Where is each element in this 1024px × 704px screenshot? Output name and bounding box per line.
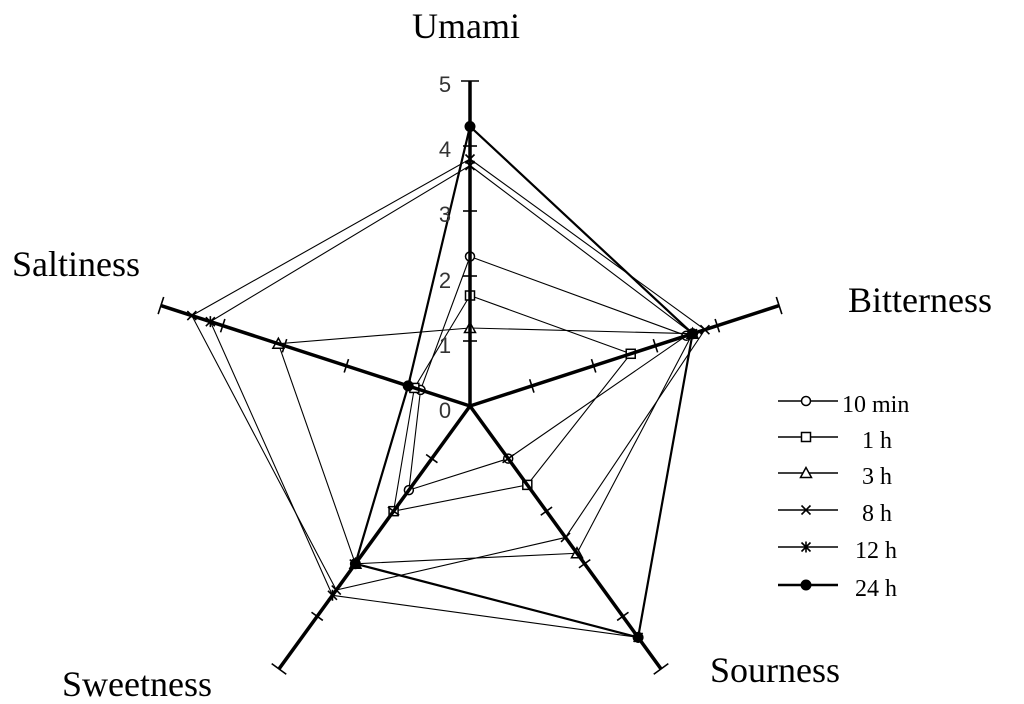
tick-label-0: 0 — [439, 398, 451, 423]
axis-line-sourness — [468, 404, 663, 670]
axis-line-sweetness — [277, 404, 472, 670]
series-line-1h — [392, 294, 632, 512]
series-line-24h — [354, 124, 694, 639]
legend-label-1h: 1 h — [862, 428, 892, 454]
legend-marker-8h — [800, 504, 812, 516]
tick-mark-saltiness-1 — [405, 379, 412, 393]
legend-marker-1h — [800, 431, 812, 443]
tick-mark-bitterness-3 — [652, 338, 659, 353]
axis-label-saltiness: Saltiness — [12, 244, 140, 284]
legend-label-24h: 24 h — [855, 576, 897, 602]
legend-marker-12h — [800, 541, 812, 553]
legend-marker-3h — [799, 465, 813, 479]
tick-mark-bitterness-2 — [590, 358, 597, 373]
tick-mark-bitterness-1 — [528, 379, 535, 393]
axis-label-bitterness: Bitterness — [848, 280, 992, 320]
tick-mark-sweetness-1 — [425, 453, 438, 464]
tick-mark-bitterness-5 — [775, 296, 783, 315]
tick-label-1: 1 — [439, 333, 451, 358]
legend-label-12h: 12 h — [855, 538, 897, 564]
axis-line-saltiness — [160, 303, 471, 408]
tick-mark-sweetness-3 — [349, 558, 362, 569]
labels-layer: Umami Bitterness Sourness Sweetness Salt… — [12, 6, 992, 704]
tick-mark-sourness-1 — [502, 453, 515, 464]
tick-mark-sweetness-2 — [387, 506, 400, 516]
legend: 10 min 1 h 3 h 8 h 12 h 24 h — [778, 392, 909, 602]
tick-mark-sweetness-4 — [311, 611, 324, 622]
legend-marker-10min — [800, 395, 812, 407]
axis-line-bitterness — [469, 303, 780, 408]
tick-mark-sourness-5 — [653, 662, 669, 675]
tick-label-2: 2 — [439, 268, 451, 293]
tick-mark-bitterness-4 — [714, 318, 721, 333]
tick-label-3: 3 — [439, 202, 451, 227]
legend-label-8h: 8 h — [862, 501, 892, 527]
tick-mark-sourness-3 — [578, 558, 591, 569]
series-layer — [186, 121, 710, 643]
axis-label-sweetness: Sweetness — [62, 664, 212, 704]
series-line-8h — [191, 158, 706, 591]
tick-label-5: 5 — [439, 72, 451, 97]
axis-label-umami: Umami — [412, 6, 520, 46]
legend-label-10min: 10 min — [842, 392, 909, 418]
tick-mark-saltiness-4 — [219, 318, 226, 333]
axes-layer — [157, 80, 783, 675]
axis-label-sourness: Sourness — [710, 650, 840, 690]
tick-mark-sweetness-5 — [271, 662, 287, 675]
legend-marker-24h — [800, 579, 812, 591]
tick-mark-saltiness-2 — [343, 358, 350, 373]
tick-mark-sourness-2 — [540, 506, 553, 516]
series-line-3h — [277, 327, 694, 565]
tick-mark-saltiness-5 — [157, 296, 165, 315]
tick-mark-sourness-4 — [616, 611, 629, 622]
series-line-12h — [209, 164, 694, 638]
series-line-10min — [408, 255, 688, 491]
tick-mark-saltiness-3 — [281, 338, 288, 353]
legend-label-3h: 3 h — [862, 464, 892, 490]
tick-label-4: 4 — [439, 137, 451, 162]
